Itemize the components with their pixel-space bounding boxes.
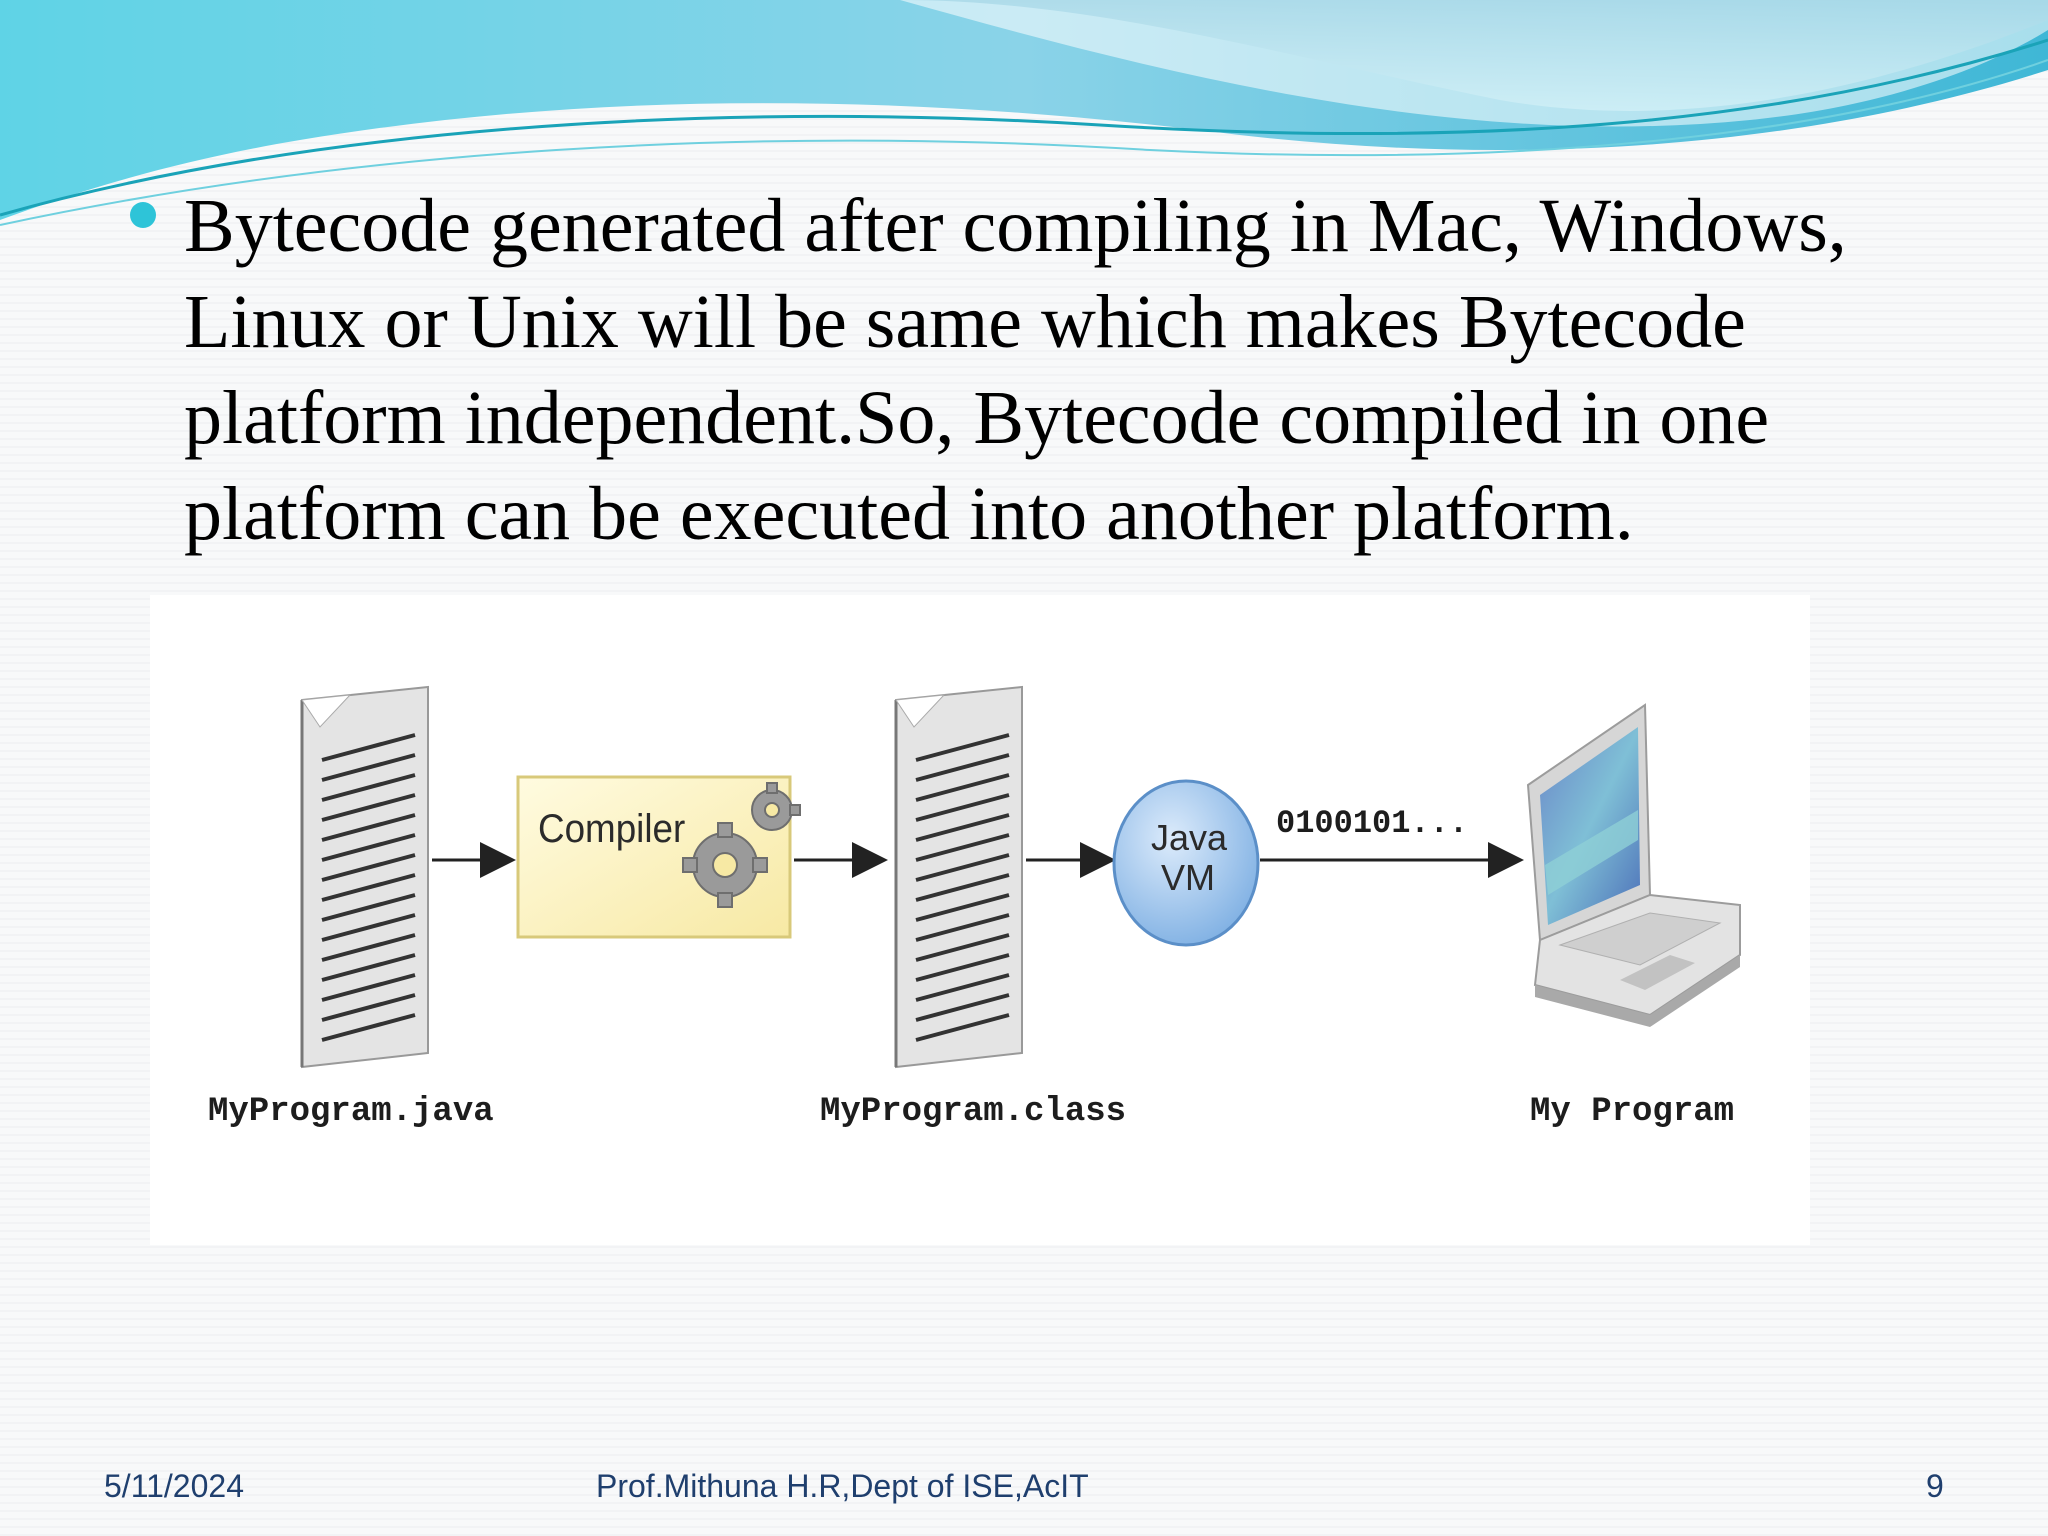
java-compilation-diagram: Compiler Java VM 0100101... MyProgram.ja… bbox=[150, 595, 1810, 1245]
compiler-label: Compiler bbox=[538, 807, 686, 851]
bullet-dot-icon bbox=[130, 202, 156, 228]
program-label: My Program bbox=[1530, 1093, 1735, 1131]
jvm-circle bbox=[1112, 779, 1260, 947]
class-file-label: MyProgram.class bbox=[820, 1093, 1127, 1131]
footer-date: 5/11/2024 bbox=[104, 1468, 244, 1504]
header-wave-decoration bbox=[0, 0, 2048, 226]
class-file-icon bbox=[894, 685, 1023, 1069]
footer-author: Prof.Mithuna H.R,Dept of ISE,AcIT bbox=[596, 1468, 1089, 1504]
compiler-box bbox=[516, 775, 801, 939]
jvm-label-line2: VM bbox=[1161, 857, 1215, 898]
source-file-icon bbox=[300, 685, 429, 1069]
jvm-label-line1: Java bbox=[1151, 817, 1228, 858]
diagram-graphics bbox=[300, 685, 1741, 1069]
source-file-label: MyProgram.java bbox=[208, 1093, 494, 1131]
laptop-icon bbox=[1526, 703, 1741, 1027]
footer-page-number: 9 bbox=[1926, 1468, 1944, 1504]
binary-label: 0100101... bbox=[1276, 805, 1469, 842]
gears-icon bbox=[682, 782, 801, 908]
bullet-text: Bytecode generated after compiling in Ma… bbox=[184, 184, 1847, 556]
